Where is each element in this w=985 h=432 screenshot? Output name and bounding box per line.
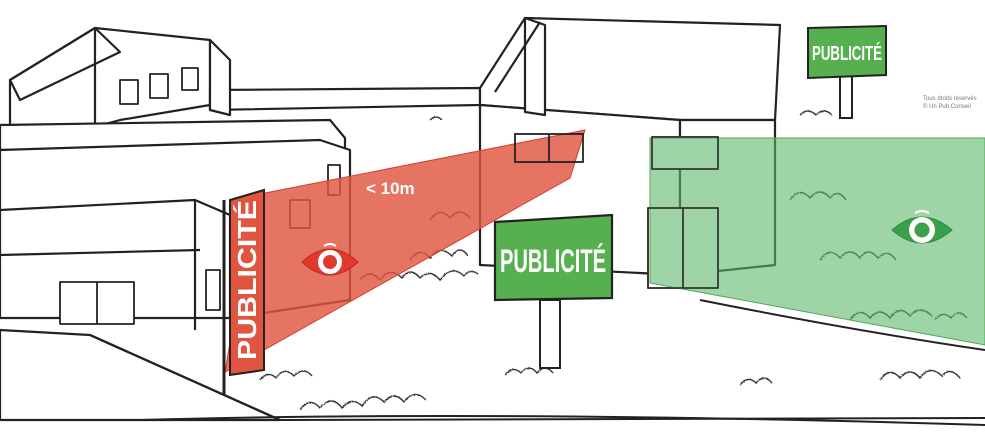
credit-line-1: Tous droits réservés	[923, 96, 977, 102]
ground-lines	[139, 299, 985, 426]
center-sign-label: PUBLICITÉ	[500, 243, 606, 279]
vertical-sign-label: PUBLICITÉ	[232, 200, 262, 360]
vertical-ad-sign: PUBLICITÉ	[222, 188, 265, 395]
distance-label: < 10m	[366, 179, 415, 198]
top-right-sign-label: PUBLICITÉ	[812, 42, 882, 65]
center-ad-sign: PUBLICITÉ	[493, 213, 614, 369]
center-building-window-through-green-zone	[647, 136, 719, 289]
credit-line-2: © Un Pub Conseil	[923, 103, 971, 110]
back-left-building	[0, 26, 482, 152]
red-eye-icon	[301, 243, 359, 276]
allowed-zone	[649, 137, 985, 346]
top-right-ad-sign: PUBLICITÉ	[807, 24, 887, 119]
green-eye-icon	[891, 210, 953, 244]
center-building-window-through-zone	[514, 133, 584, 163]
